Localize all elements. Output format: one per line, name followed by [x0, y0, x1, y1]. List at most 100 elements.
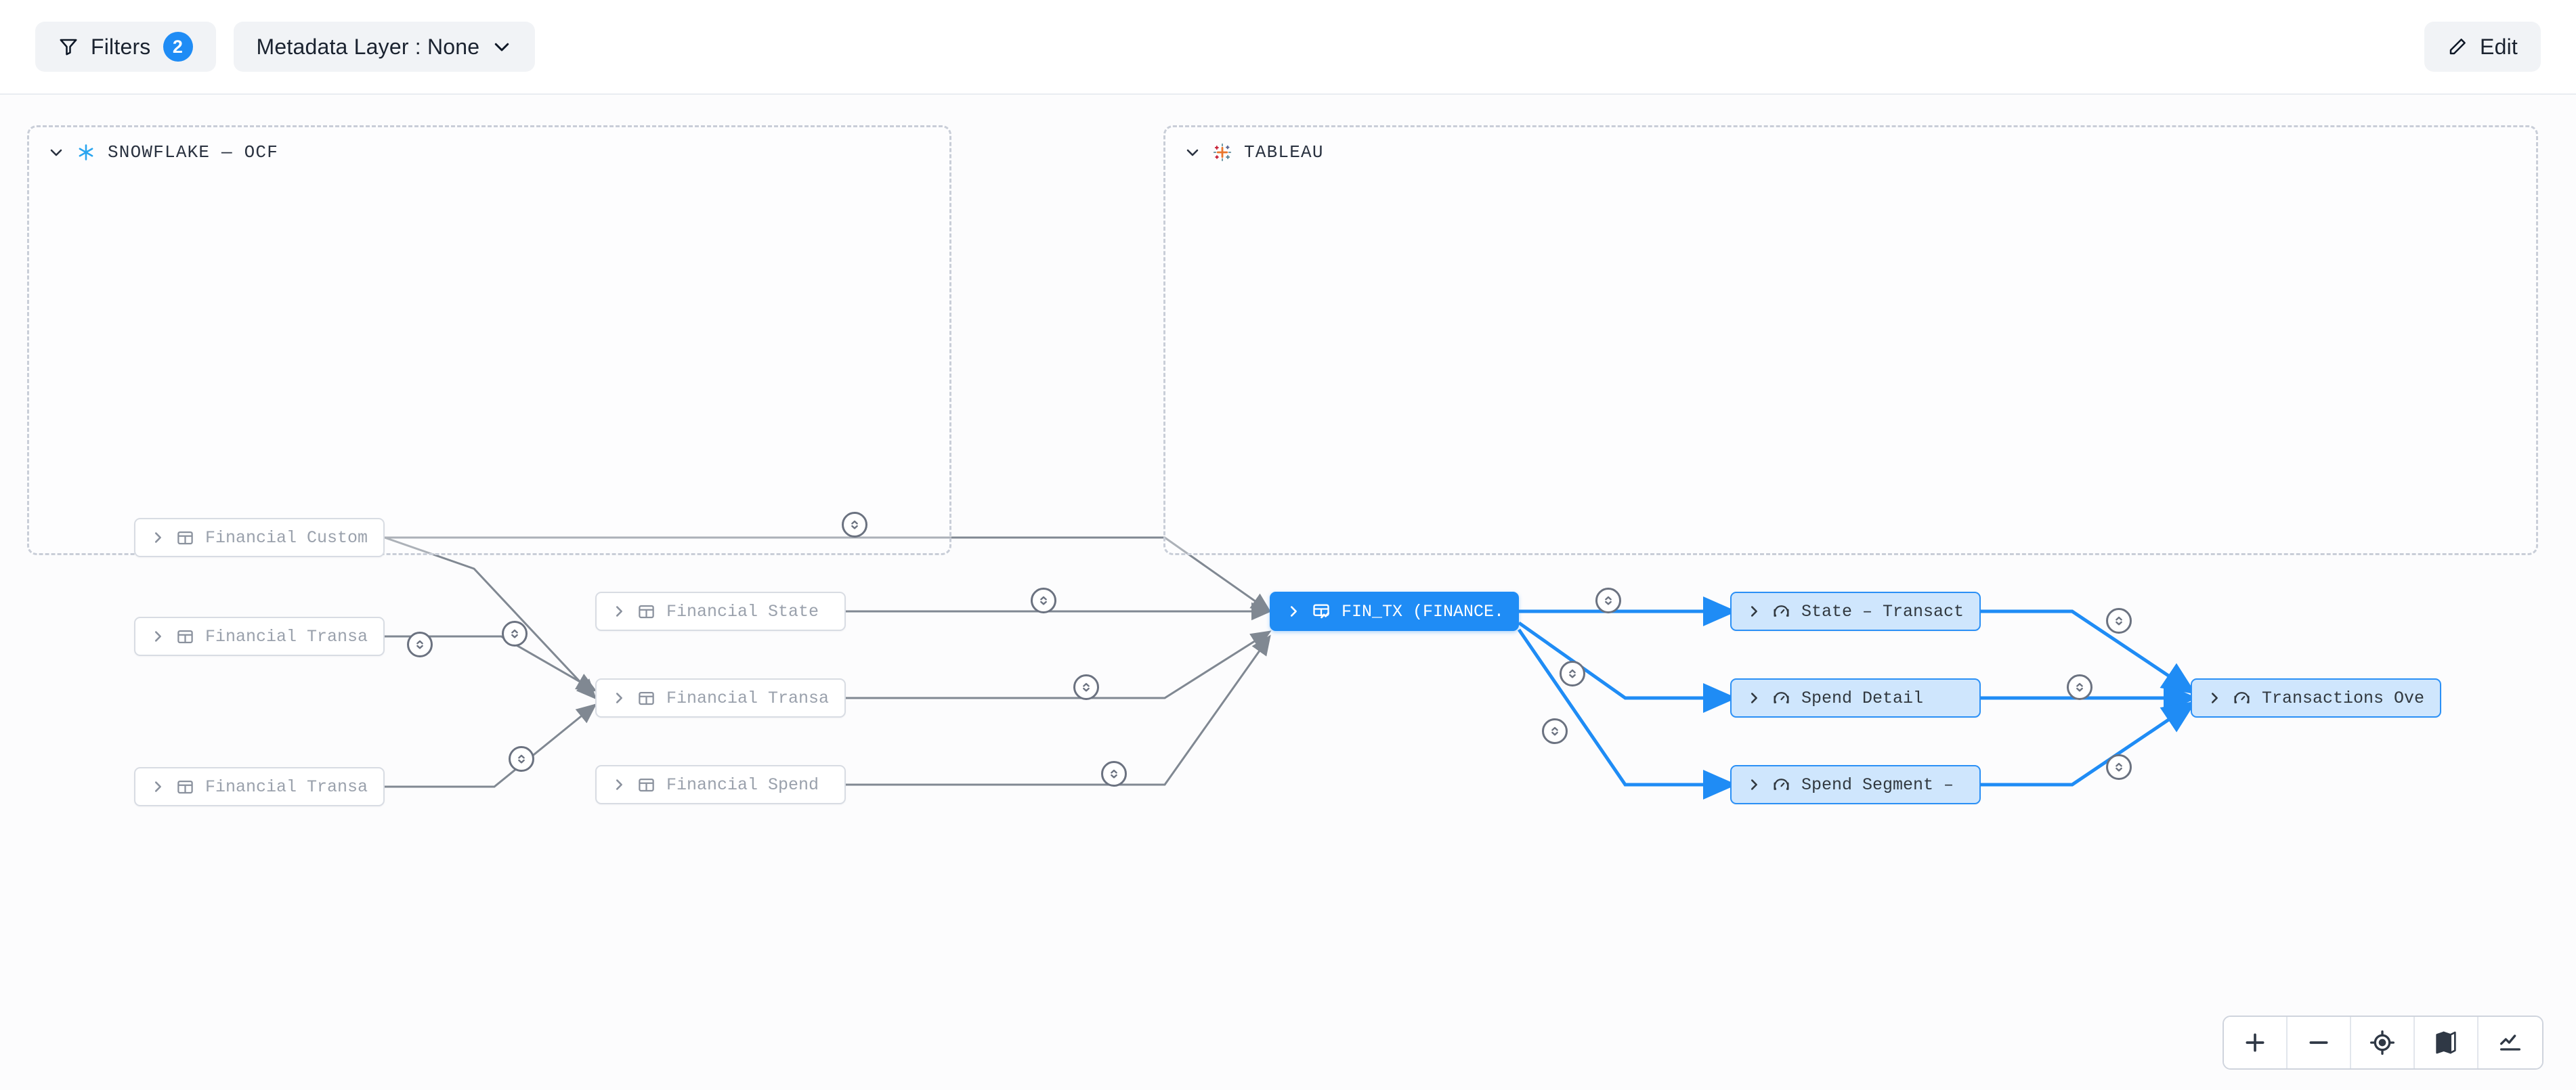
expand-collapse-icon	[507, 626, 522, 641]
fit-view-button[interactable]	[2351, 1017, 2415, 1068]
lineage-node-fin-spend[interactable]: Financial Spend ...	[595, 765, 846, 804]
expand-collapse-icon	[1565, 666, 1580, 681]
lineage-node-fin-transa-3[interactable]: Financial Transa...	[134, 767, 385, 806]
expand-collapse-icon	[412, 637, 427, 652]
toolbar-right-group: Edit	[2424, 22, 2541, 72]
edge-expand-badge[interactable]	[1560, 661, 1585, 686]
chevron-right-icon[interactable]	[611, 777, 626, 792]
edge-expand-badge[interactable]	[407, 632, 433, 657]
expand-collapse-icon	[1547, 724, 1562, 739]
edge-expand-badge[interactable]	[502, 621, 528, 647]
table-icon	[176, 628, 194, 646]
zoom-in-button[interactable]	[2224, 1017, 2288, 1068]
expand-collapse-icon	[2111, 760, 2126, 775]
edge-expand-badge[interactable]	[2106, 608, 2132, 634]
lineage-node-fin-customer[interactable]: Financial Customer	[134, 518, 385, 557]
lineage-node-state-transact[interactable]: State – Transact...	[1730, 592, 1981, 631]
zoom-controls	[2223, 1016, 2543, 1070]
lineage-node-label: Financial Transa...	[205, 626, 368, 647]
chevron-right-icon[interactable]	[150, 629, 165, 644]
lineage-node-label: Transactions Ove...	[2262, 688, 2425, 708]
filters-count-badge: 2	[163, 32, 193, 62]
group-header-tableau[interactable]: TABLEAU	[1184, 142, 1324, 162]
toolbar-left-group: Filters 2 Metadata Layer : None	[35, 22, 536, 72]
lineage-node-fin-transa-1[interactable]: Financial Transa...	[134, 617, 385, 656]
expand-collapse-icon	[1079, 680, 1094, 695]
edit-label: Edit	[2480, 34, 2518, 59]
table-icon	[637, 776, 656, 794]
edge-expand-badge[interactable]	[2106, 754, 2132, 780]
edge-expand-badge[interactable]	[842, 512, 867, 538]
chevron-down-icon[interactable]	[1184, 144, 1201, 160]
lineage-node-spend-segment[interactable]: Spend Segment – ...	[1730, 765, 1981, 804]
zoom-out-button[interactable]	[2288, 1017, 2351, 1068]
lineage-trend-button[interactable]	[2478, 1017, 2542, 1068]
gauge-icon	[1772, 689, 1790, 707]
funnel-icon	[58, 37, 79, 57]
table-icon	[176, 529, 194, 547]
expand-collapse-icon	[1601, 593, 1616, 608]
top-toolbar: Filters 2 Metadata Layer : None Edit	[0, 0, 2576, 95]
snowflake-icon	[77, 143, 95, 162]
lineage-node-spend-detail[interactable]: Spend Detail	[1730, 678, 1981, 718]
group-title: TABLEAU	[1244, 142, 1324, 162]
expand-collapse-icon	[2072, 680, 2087, 695]
edge-layer	[384, 536, 2197, 800]
pencil-icon	[2447, 37, 2468, 57]
edge-expand-badge[interactable]	[1101, 761, 1127, 787]
chevron-right-icon[interactable]	[1286, 604, 1301, 619]
chevron-right-icon[interactable]	[611, 604, 626, 619]
expand-collapse-icon	[514, 751, 529, 766]
expand-collapse-icon	[2111, 613, 2126, 628]
filters-label: Filters	[91, 34, 151, 59]
lineage-node-fin-tx[interactable]: FIN_TX (FINANCE....	[1270, 592, 1519, 631]
chevron-right-icon[interactable]	[150, 530, 165, 545]
lineage-canvas[interactable]: SNOWFLAKE — OCF TABLEAU Financial Custom…	[0, 95, 2576, 1090]
lineage-node-transactions-ove[interactable]: Transactions Ove...	[2191, 678, 2441, 718]
lineage-node-fin-transa-2[interactable]: Financial Transa...	[595, 678, 846, 718]
chevron-right-icon[interactable]	[2207, 691, 2222, 705]
chevron-right-icon[interactable]	[1746, 691, 1761, 705]
lineage-node-label: Financial Customer	[205, 527, 368, 548]
lineage-node-label: Financial Transa...	[666, 688, 830, 708]
table-icon	[176, 778, 194, 796]
edge-expand-badge[interactable]	[1031, 588, 1056, 613]
chevron-right-icon[interactable]	[1746, 604, 1761, 619]
chevron-right-icon[interactable]	[611, 691, 626, 705]
metadata-layer-select[interactable]: Metadata Layer : None	[233, 22, 536, 72]
edge-expand-badge[interactable]	[509, 746, 534, 772]
expand-collapse-icon	[1036, 593, 1051, 608]
table-icon	[637, 603, 656, 621]
edge-expand-badge[interactable]	[2067, 674, 2092, 700]
group-header-snowflake[interactable]: SNOWFLAKE — OCF	[48, 142, 278, 162]
dataset-chart-icon	[1312, 602, 1331, 621]
lineage-node-label: FIN_TX (FINANCE....	[1341, 601, 1503, 622]
lineage-node-label: State – Transact...	[1801, 601, 1965, 622]
tableau-sparkle-icon	[1213, 143, 1232, 162]
edge-expand-badge[interactable]	[1073, 674, 1099, 700]
gauge-icon	[1772, 603, 1790, 621]
table-icon	[637, 689, 656, 707]
expand-collapse-icon	[847, 517, 862, 532]
lineage-node-label: Spend Segment – ...	[1801, 775, 1965, 795]
group-snowflake: SNOWFLAKE — OCF	[27, 125, 951, 555]
filters-button[interactable]: Filters 2	[35, 22, 216, 72]
group-title: SNOWFLAKE — OCF	[108, 142, 279, 162]
chevron-down-icon[interactable]	[48, 144, 64, 160]
chevron-right-icon[interactable]	[150, 779, 165, 794]
edit-button[interactable]: Edit	[2424, 22, 2541, 72]
lineage-node-label: Financial State ...	[666, 601, 830, 622]
chevron-down-icon	[492, 37, 512, 57]
expand-collapse-icon	[1107, 766, 1121, 781]
lineage-node-label: Spend Detail	[1801, 688, 1924, 708]
edge-expand-badge[interactable]	[1542, 718, 1568, 744]
chevron-right-icon[interactable]	[1746, 777, 1761, 792]
edge-expand-badge[interactable]	[1595, 588, 1621, 613]
minimap-button[interactable]	[2415, 1017, 2478, 1068]
metadata-layer-label: Metadata Layer : None	[256, 34, 480, 59]
lineage-node-fin-state[interactable]: Financial State ...	[595, 592, 846, 631]
lineage-node-label: Financial Spend ...	[666, 775, 830, 795]
gauge-icon	[2233, 689, 2251, 707]
lineage-node-label: Financial Transa...	[205, 777, 368, 797]
